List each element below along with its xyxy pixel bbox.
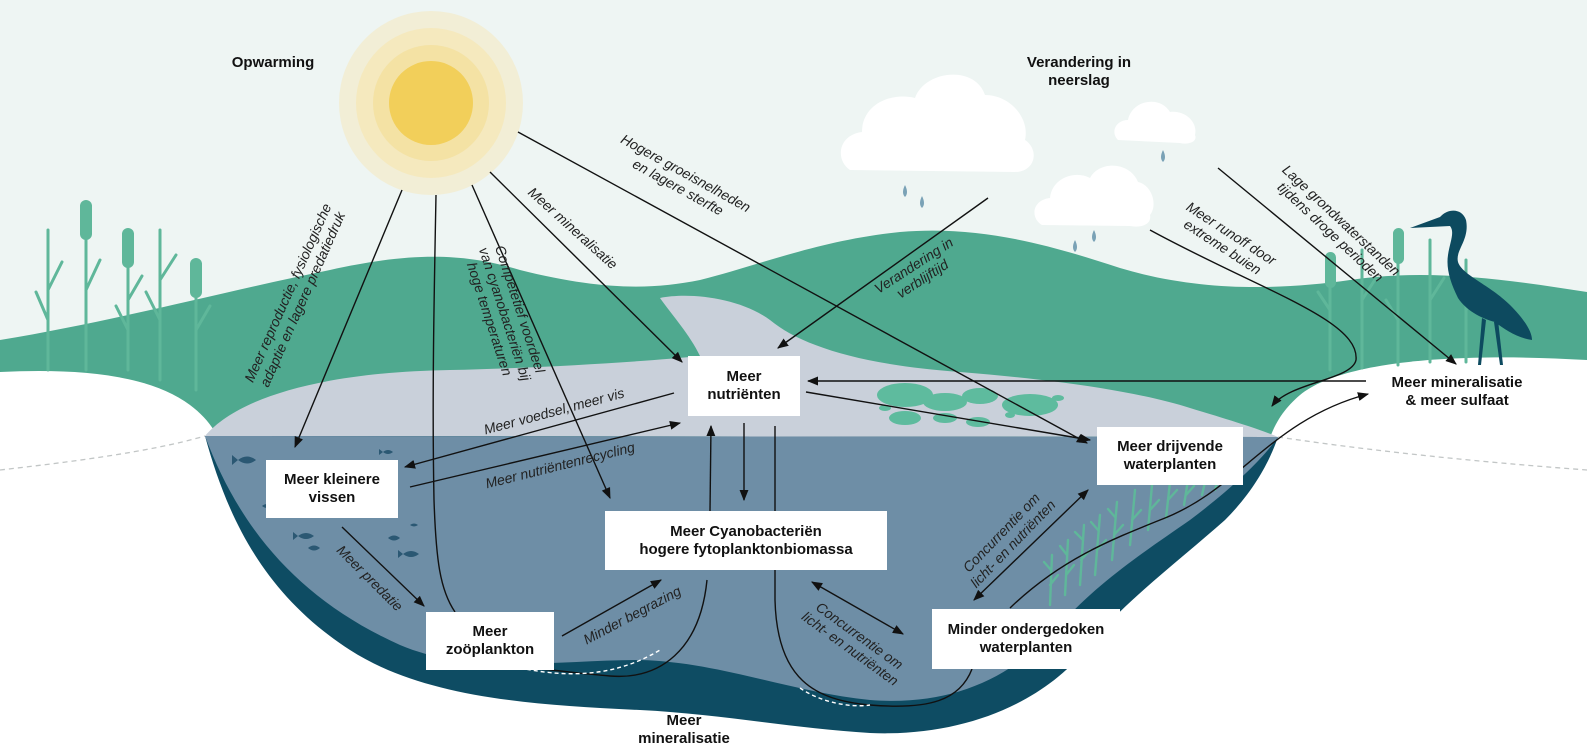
arrow-sun-to-vissen bbox=[294, 189, 403, 449]
reed-heads-right bbox=[1325, 228, 1404, 288]
node-opwarming: Opwarming bbox=[231, 54, 315, 71]
arrow-sun-to-drijvend bbox=[517, 131, 1088, 444]
arrow-nutrienten-to-drijvend bbox=[805, 391, 1092, 443]
reed-heads bbox=[80, 200, 202, 298]
node-meer-kleinere-vissen: Meer kleinere vissen bbox=[266, 460, 398, 518]
lily-pad-icon bbox=[877, 383, 1064, 427]
heron-icon bbox=[1410, 210, 1532, 365]
arrow-ondergedoken-to-mineralisatie bbox=[1009, 392, 1370, 609]
reed-icon bbox=[34, 228, 212, 392]
node-meer-mineralisatie-sulfaat: Meer mineralisatie & meer sulfaat bbox=[1391, 374, 1523, 409]
arrow-sun-to-cyano bbox=[471, 184, 611, 500]
node-meer-drijvende-waterplanten: Meer drijvende waterplanten bbox=[1097, 427, 1243, 485]
dash-bed-right bbox=[799, 687, 871, 707]
right-bank bbox=[1262, 357, 1587, 470]
arrow-cyano-ondergedoken bbox=[811, 581, 904, 635]
dash-bed-left bbox=[519, 649, 661, 675]
node-verandering-neerslag: Verandering in neerslag bbox=[1026, 54, 1132, 89]
arrow-zooplankton-to-cyano bbox=[561, 579, 662, 637]
arrow-drijvend-ondergedoken bbox=[973, 489, 1089, 601]
sun-icon bbox=[339, 11, 523, 195]
node-meer-mineralisatie-bodem: Meer mineralisatie bbox=[638, 712, 730, 747]
arrow-sun-to-nutrienten bbox=[489, 171, 683, 363]
arrow-cyano-to-ondergedoken bbox=[774, 426, 973, 707]
arrow-neerslag-to-nutrienten bbox=[777, 197, 989, 349]
node-meer-nutrienten: Meer nutriënten bbox=[688, 356, 800, 416]
arrow-vissen-to-zooplankton bbox=[341, 526, 425, 607]
node-meer-cyanobacterien: Meer Cyanobacteriën hogere fytoplanktonb… bbox=[605, 511, 887, 570]
arrow-nutrienten-to-vissen bbox=[403, 392, 675, 469]
rain-drop-icon bbox=[903, 150, 1165, 252]
arrow-zooplankton-to-nutrienten bbox=[706, 424, 716, 512]
arrow-sun-to-zooplankton bbox=[432, 194, 456, 613]
arrow-runoff-to-mineralisatie bbox=[1149, 229, 1357, 407]
arrow-grondwater-to-mineralisatie bbox=[1217, 167, 1457, 365]
node-minder-ondergedoken-waterplanten: Minder ondergedoken waterplanten bbox=[932, 609, 1120, 669]
right-bank-dashed-line bbox=[1277, 436, 1587, 471]
left-bank-dashed-line bbox=[0, 435, 206, 471]
arrows bbox=[294, 131, 1457, 707]
cloud-icon bbox=[840, 74, 1196, 227]
node-meer-zooplankton: Meer zoöplankton bbox=[426, 612, 554, 670]
arrow-vissen-to-nutrienten bbox=[409, 420, 682, 488]
left-bank bbox=[0, 370, 230, 470]
